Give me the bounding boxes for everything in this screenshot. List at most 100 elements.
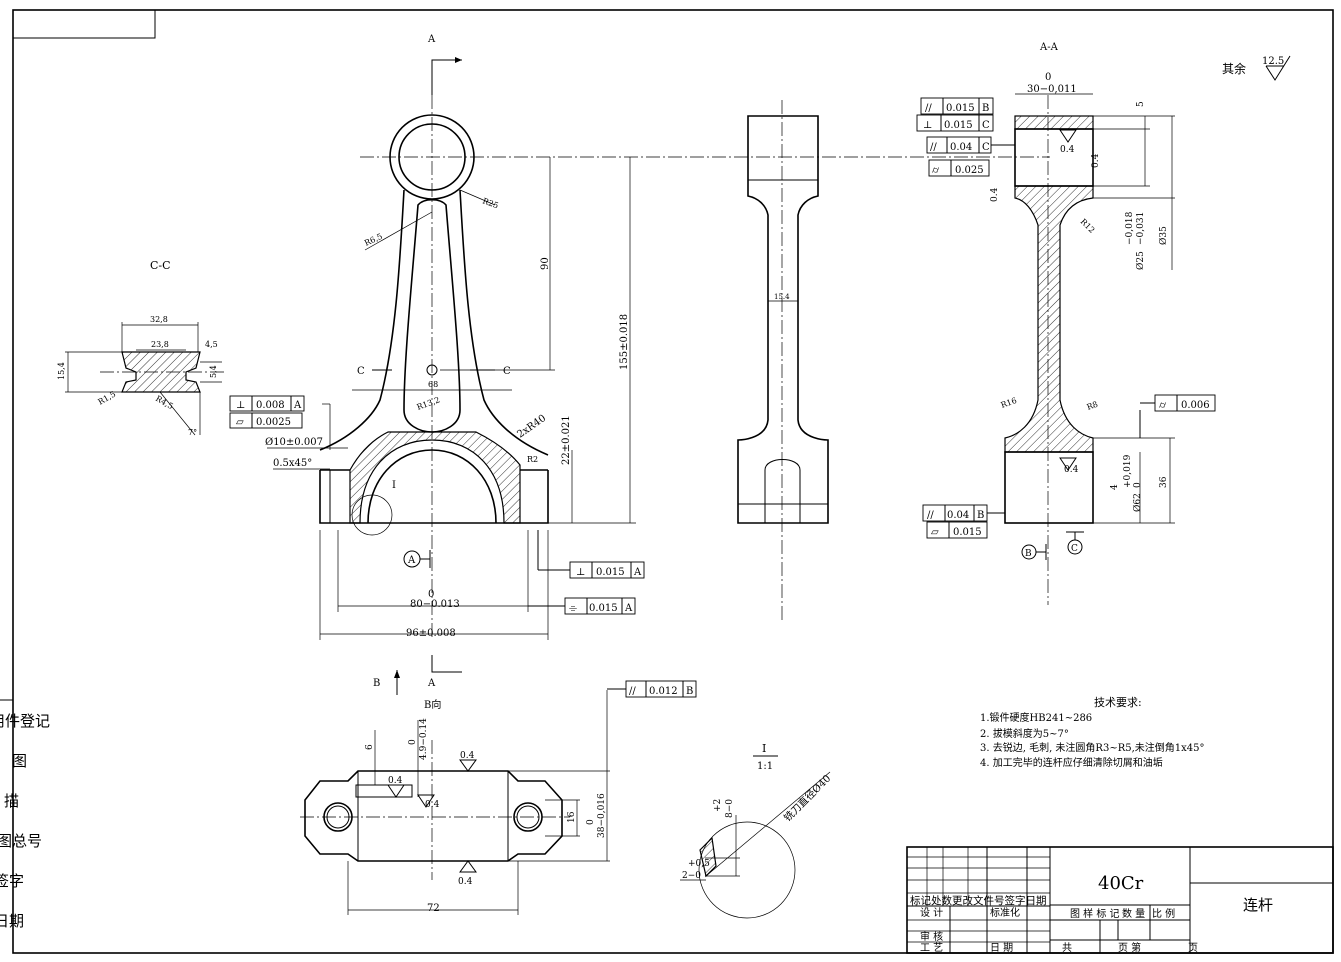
fcf-aa-7: ▱ 0.015 [926, 521, 988, 539]
fcf-front-2: ▱ 0.0025 [229, 412, 303, 429]
cc-dim-inner: 23,8 [151, 340, 169, 349]
fcf-aa-4-val: 0.025 [955, 165, 984, 176]
cc-dim-rib: 4,5 [205, 340, 218, 349]
aa-dim-d25: Ø25 [1135, 251, 1146, 270]
detail-tool-note: 铣刀直径Ø40 [781, 772, 833, 824]
dim-80: 80−0.013 [410, 599, 460, 610]
req-item-3: 3. 去锐边, 毛刺, 未注圆角R3~R5,未注倒角1x45° [980, 741, 1205, 754]
fcf-front-4: ⌯ 0.015 A [528, 597, 636, 615]
aa-r04-3: 0.4 [1091, 153, 1101, 168]
fcf-aa-2-sym: ⊥ [923, 120, 932, 131]
fcf-front-4-val: 0.015 [589, 603, 618, 614]
aa-dim-tol1: −0,018 [1125, 211, 1135, 245]
detail-ref-label: I [392, 480, 396, 491]
cc-dim-angle: 7° [188, 428, 197, 437]
fcf-aa-3: // 0.04 C [926, 136, 1015, 154]
tb-page-end: 页 [1188, 942, 1198, 954]
aa-dim-d62-tol: +0,019 [1123, 454, 1133, 488]
cc-dim-web: 5,4 [209, 365, 218, 378]
margin-label-4: 底图总号 [0, 832, 42, 850]
dim-22: 22±0.021 [561, 415, 572, 465]
tb-header-row: 标记处数更改文件号签字日期 [910, 894, 1047, 907]
b-dim-38: 38−0,016 [597, 793, 607, 838]
detail-dim-t3: +0,5 [688, 859, 710, 869]
req-item-4: 4. 加工完毕的连杆应仔细清除切屑和油垢 [980, 756, 1163, 769]
datum-c-aa: C [1071, 544, 1078, 554]
fcf-aa-7-val: 0.015 [953, 527, 982, 538]
b-dim-49: 4.9−0.14 [419, 718, 429, 760]
detail-dim-t1: +2 [713, 799, 723, 812]
fcf-front-4-sym: ⌯ [569, 603, 577, 614]
margin-label-5: 签字 [0, 872, 24, 890]
fcf-b-sym: // [629, 686, 636, 697]
b-dim-0: 0 [408, 739, 418, 745]
dim-d10: Ø10±0.007 [265, 437, 323, 448]
tb-scale: 比 例 [1152, 907, 1175, 920]
side-view: 15.4 [737, 100, 829, 620]
b-r04-2: 0.4 [388, 776, 403, 786]
fcf-aa-7-sym: ▱ [931, 527, 939, 538]
detail-view: I 1:1 +2 8−0 +0,5 2−0 铣刀直径Ø40 [680, 742, 833, 919]
b-r04-3: 0.4 [425, 800, 440, 810]
fcf-aa-1-val: 0.015 [946, 103, 975, 114]
fcf-aa-6-ref: B [977, 510, 984, 521]
dim-r2: R2 [527, 455, 538, 464]
tb-total: 共 [1062, 942, 1072, 954]
tb-standard: 标准化 [990, 906, 1020, 919]
dim-90: 90 [540, 257, 551, 270]
fcf-aa-6-sym: // [927, 510, 934, 521]
margin-label-3: 描 [4, 792, 19, 810]
fcf-aa-3-ref: C [982, 142, 990, 153]
fcf-front-3: ⊥ 0.015 A [537, 530, 645, 579]
aa-dim-d62-zero: 0 [1133, 482, 1143, 488]
margin-label-1: 用件登记 [0, 712, 50, 730]
dim-68: 68 [428, 380, 438, 389]
margin-label-6: 日期 [0, 912, 24, 930]
dim-155: 155±0.018 [619, 314, 630, 370]
b-dim-38-zero: 0 [586, 819, 596, 825]
left-margin-table: 用件登记 图 描 底图总号 签字 日期 [0, 699, 50, 930]
aa-r04-1: 0.4 [1060, 145, 1075, 155]
aa-dim-5: 5 [1136, 101, 1146, 107]
aa-dim-r12: R12 [1079, 217, 1097, 235]
fcf-front-3-ref: A [633, 567, 642, 578]
req-title: 技术要求: [1094, 696, 1142, 709]
tb-material: 40Cr [1098, 873, 1144, 894]
tb-page: 页 第 [1118, 941, 1141, 954]
fcf-aa-2-val: 0.015 [944, 120, 973, 131]
b-view: B向 72 0 38−0,016 16 6 0 4.9−0.14 0.4 0.4… [300, 680, 697, 915]
fcf-aa-5-val: 0.006 [1181, 400, 1210, 411]
detail-scale: 1:1 [757, 761, 773, 772]
tb-process: 工 艺 [920, 942, 943, 954]
fcf-front-1: ⊥ 0.008 A [229, 395, 305, 412]
fcf-aa-4: ⌭ 0.025 [928, 159, 990, 177]
fcf-aa-5: ⌭ 0.006 [1139, 394, 1216, 438]
dim-80-zero: 0 [428, 589, 434, 600]
aa-dim-d36: 36 [1159, 476, 1169, 488]
side-dim-web: 15.4 [774, 293, 790, 301]
fcf-aa-3-sym: // [930, 142, 937, 153]
aa-dim-r8: R8 [1086, 400, 1100, 412]
fcf-aa-6-val: 0.04 [947, 510, 969, 521]
aa-r04-4: 0.4 [990, 187, 1000, 202]
tb-design: 设 计 [920, 906, 943, 919]
fcf-aa-2-ref: C [982, 120, 990, 131]
section-b-mark: B [373, 678, 380, 689]
detail-dim-t4: 2−0 [682, 871, 701, 881]
fcf-aa-5-sym: ⌭ [1159, 400, 1167, 411]
fcf-aa-1-sym: // [925, 103, 932, 114]
section-c-right: C [503, 366, 511, 377]
fcf-front-2-val: 0.0025 [256, 417, 291, 428]
title-block: 标记处数更改文件号签字日期 设 计 标准化 审 核 工 艺 日 期 40Cr 图… [906, 846, 1334, 954]
fcf-front-1-ref: A [293, 400, 302, 411]
req-item-1: 1.锻件硬度HB241~286 [980, 711, 1092, 724]
fcf-front-3-val: 0.015 [596, 567, 625, 578]
dim-96: 96±0.008 [406, 628, 456, 639]
tb-weight: 数 量 [1122, 907, 1145, 920]
b-view-title: B向 [424, 698, 441, 711]
fcf-front-2-sym: ▱ [236, 417, 244, 428]
b-r04-1: 0.4 [460, 751, 475, 761]
fcf-front-3-sym: ⊥ [576, 567, 585, 578]
fcf-aa-4-sym: ⌭ [932, 165, 940, 176]
dim-r40: 2xR40 [515, 413, 548, 441]
